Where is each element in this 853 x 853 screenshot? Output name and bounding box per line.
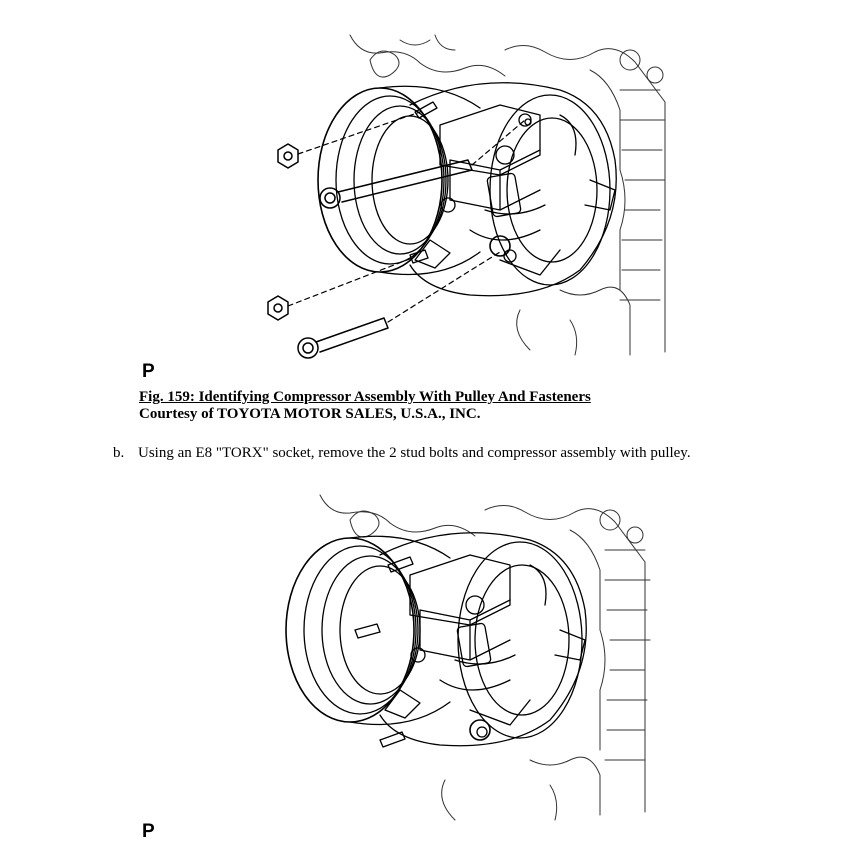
figure-label: P [142,361,155,382]
figure-compressor-assembly: P [142,490,690,841]
procedure-step: b. Using an E8 "TORX" socket, remove the … [113,444,691,462]
compressor-assembly-illustration [285,494,651,821]
figure-caption: Fig. 159: Identifying Compressor Assembl… [139,389,591,423]
figure-compressor-with-fasteners: P [142,30,700,381]
step-marker: b. [113,445,125,461]
step-text: Using an E8 "TORX" socket, remove the 2 … [138,445,691,461]
figure-caption-credit: Courtesy of TOYOTA MOTOR SALES, U.S.A., … [139,406,481,422]
figure-label: P [142,821,155,842]
compressor-exploded-illustration [267,34,666,359]
figure-caption-title: Fig. 159: Identifying Compressor Assembl… [139,389,591,405]
